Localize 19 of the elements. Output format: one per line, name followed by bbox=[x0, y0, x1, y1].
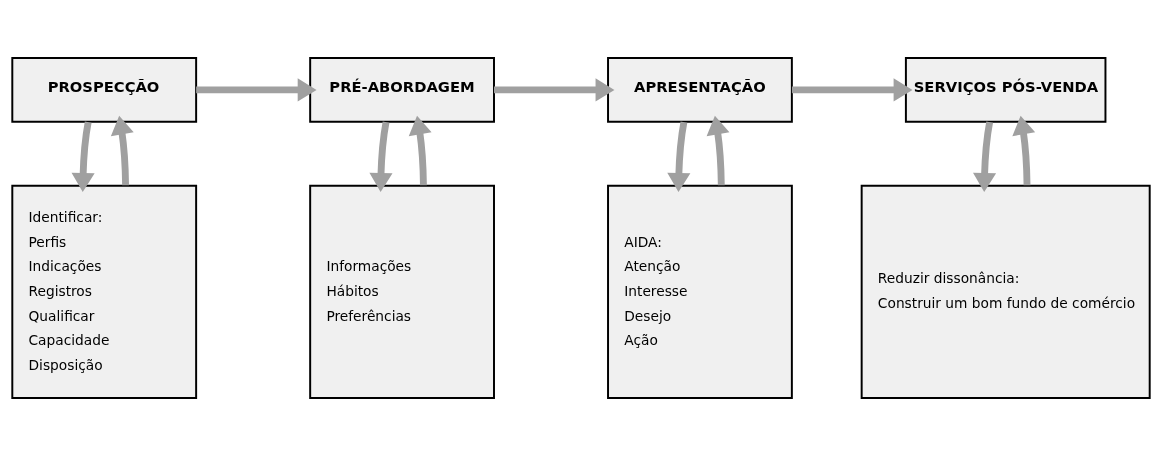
arrow bbox=[494, 78, 615, 102]
node-box: Reduzir dissonância: Construir um bom fundo de comércio bbox=[860, 184, 1151, 400]
arrow bbox=[667, 121, 691, 192]
arrow bbox=[1012, 115, 1036, 186]
node-box: AIDA: Atenção Interesse Desejo Ação bbox=[607, 184, 793, 400]
node-box: Informações Hábitos Preferências bbox=[309, 184, 495, 400]
node-box: SERVIÇOS PÓS-VENDA bbox=[904, 56, 1107, 123]
arrow bbox=[408, 115, 432, 186]
arrow bbox=[369, 121, 393, 192]
node-box: PROSPECÇÃO bbox=[11, 56, 198, 123]
node-box: APRESENTAÇÃO bbox=[607, 56, 793, 123]
arrow bbox=[196, 78, 317, 102]
node-box: PRÉ-ABORDAGEM bbox=[309, 56, 495, 123]
arrow bbox=[706, 115, 730, 186]
arrow bbox=[973, 121, 997, 192]
arrow bbox=[791, 78, 913, 102]
arrow bbox=[110, 115, 134, 186]
node-box: Identificar: Perfis Indicações Registros Qualificar Capacidade Disposição bbox=[11, 184, 198, 400]
arrow bbox=[71, 121, 95, 192]
